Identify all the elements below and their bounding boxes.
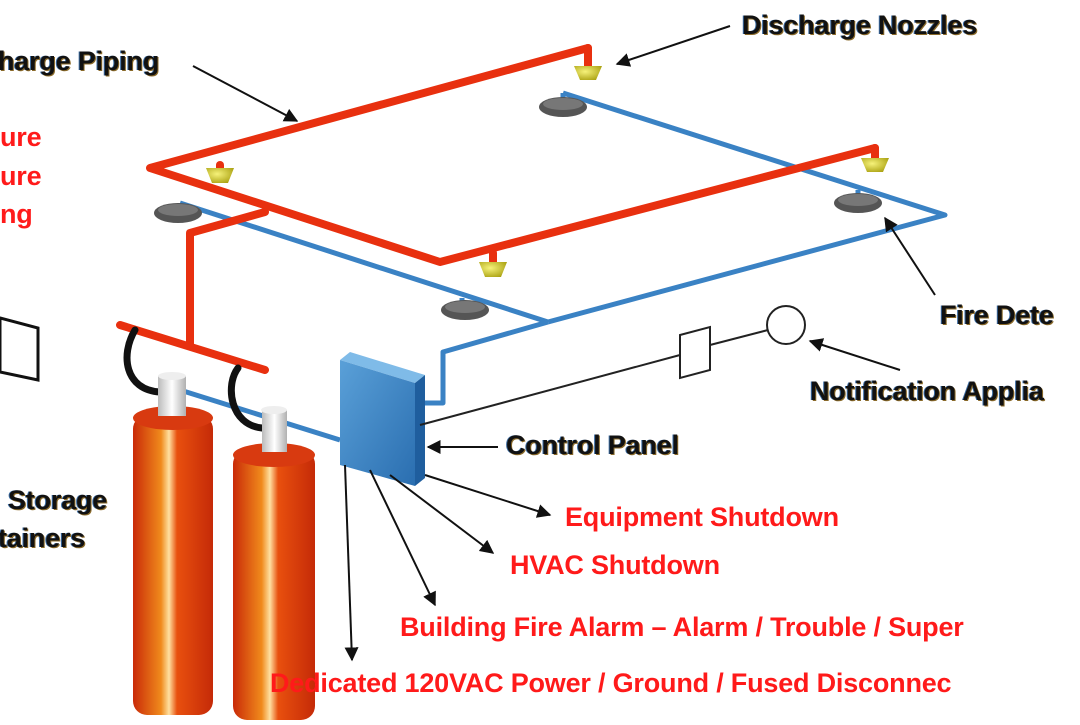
label-equipment-shutdown: Equipment Shutdown <box>565 502 839 532</box>
label-control-panel: Control Panel <box>506 430 679 460</box>
nozzle-icon <box>861 158 889 172</box>
control-panel <box>340 352 425 486</box>
nozzle-icon <box>574 66 602 80</box>
label-building-fire-alarm: Building Fire Alarm – Alarm / Trouble / … <box>400 612 964 642</box>
label-hvac-shutdown: HVAC Shutdown <box>510 550 720 580</box>
fire-detector-icon <box>539 97 587 117</box>
label-pressure-line-1: ure <box>0 122 42 152</box>
label-storage-line-2: tainers <box>0 523 86 553</box>
pressure-switch-box <box>0 316 40 382</box>
leader-arrows <box>192 25 936 662</box>
nozzle-icon <box>206 168 234 183</box>
fire-detector-icon <box>154 203 202 223</box>
fire-detector-icon <box>834 193 882 213</box>
horn-icon <box>766 305 806 345</box>
agent-storage-containers <box>133 372 315 720</box>
storage-cylinder <box>233 406 315 720</box>
label-storage-line-1: Storage <box>8 485 108 515</box>
nozzle-icon <box>479 262 507 277</box>
fire-detectors <box>154 97 882 320</box>
label-pressure-line-3: ng <box>0 199 33 229</box>
label-fire-detectors: Fire Dete <box>940 300 1054 330</box>
fire-detector-icon <box>441 300 489 320</box>
discharge-piping <box>116 44 879 374</box>
label-discharge-nozzles: Discharge Nozzles <box>742 10 978 40</box>
notification-circuit <box>419 305 806 426</box>
storage-cylinder <box>133 372 213 715</box>
detection-wiring <box>177 90 948 443</box>
label-dedicated-power: Dedicated 120VAC Power / Ground / Fused … <box>270 668 952 698</box>
flex-hoses <box>123 326 266 432</box>
label-discharge-piping: harge Piping <box>0 46 160 76</box>
label-notification-appliances: Notification Applia <box>810 376 1044 406</box>
discharge-nozzles <box>206 66 889 277</box>
strobe-icon <box>679 325 711 380</box>
label-pressure-line-2: ure <box>0 161 42 191</box>
